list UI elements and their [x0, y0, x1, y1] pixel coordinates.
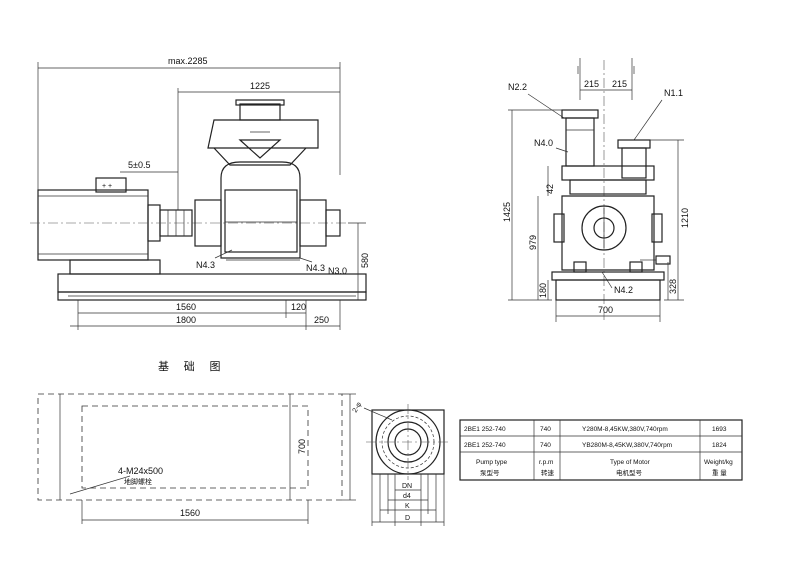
motor-plate: + + [102, 183, 112, 190]
row1-motor: Y280M-8,45KW,380V,740rpm [582, 426, 668, 433]
flange-dn: DN [402, 483, 412, 490]
foundation-plan: 基 础 图 700 4-M24x500 地脚螺栓 1560 [37, 360, 356, 524]
row2-motor: YB280M-8,45KW,380V,740rpm [582, 442, 672, 449]
foundation-dim-1560: 1560 [180, 508, 200, 518]
side-view: max.2285 1225 5±0.5 + + [30, 56, 370, 330]
row2-rpm: 740 [540, 442, 551, 449]
dim-1800: 1800 [176, 315, 196, 325]
dim-1225: 1225 [250, 81, 270, 91]
label-n22: N2.2 [508, 82, 527, 92]
label-n30: N3.0 [328, 266, 347, 276]
end-base [555, 279, 661, 301]
dim-max-length: max.2285 [168, 56, 208, 66]
outlet-flange [239, 103, 281, 121]
end-base-top [551, 271, 665, 281]
motor-terminal-box [95, 177, 127, 193]
pump-end-body [561, 195, 655, 271]
hdr-pump-en: Pump type [476, 459, 507, 466]
row1-pump: 2BE1 252-740 [464, 426, 506, 433]
foundation-outline [37, 393, 343, 501]
end-view: 215 215 N2.2 N1.1 N4.0 N4.2 [502, 58, 690, 322]
label-n40: N4.0 [534, 138, 553, 148]
foundation-dim-700: 700 [297, 439, 307, 454]
motor-base [69, 259, 161, 275]
dim-180: 180 [538, 283, 548, 298]
foundation-title: 基 础 图 [158, 360, 227, 373]
dim-5-05: 5±0.5 [128, 160, 150, 170]
flange-d: D [405, 515, 410, 522]
dim-250: 250 [314, 315, 329, 325]
label-n42: N4.2 [614, 285, 633, 295]
row2-pump: 2BE1 252-740 [464, 442, 506, 449]
row1-weight: 1693 [712, 426, 727, 433]
label-n43-right: N4.3 [306, 263, 325, 273]
flange-holes-label: 2-φ [352, 401, 364, 414]
dim-979: 979 [528, 235, 538, 250]
dim-1210: 1210 [680, 208, 690, 228]
n11-pipe [621, 147, 647, 179]
n11-flange [617, 139, 651, 149]
dim-120: 120 [291, 302, 306, 312]
foundation-inner [81, 405, 309, 489]
row1-rpm: 740 [540, 426, 551, 433]
dim-1425: 1425 [502, 202, 512, 222]
dim-215-right: 215 [612, 79, 627, 89]
shaft-housing [581, 205, 627, 251]
dim-328: 328 [668, 279, 678, 294]
n22-pipe [565, 117, 595, 167]
flange-detail: 2-φ DN d4 K D [352, 401, 450, 526]
hdr-motor-en: Type of Motor [610, 459, 651, 466]
dim-1560: 1560 [176, 302, 196, 312]
flange-d4: d4 [403, 493, 411, 500]
n22-flange [561, 109, 599, 119]
bolt-label: 4-M24x500 [118, 466, 163, 476]
cone [238, 139, 282, 159]
dim-700-end: 700 [598, 305, 613, 315]
hdr-weight-en: Weight/kg [704, 459, 733, 466]
hdr-motor-cn: 电机型号 [616, 468, 643, 477]
spec-table: 2BE1 252-740 740 Y280M-8,45KW,380V,740rp… [459, 419, 743, 481]
motor-body [37, 189, 149, 261]
hdr-rpm-cn: 转速 [541, 468, 555, 477]
base-frame [57, 273, 367, 293]
label-n11: N1.1 [664, 88, 683, 98]
bolt-label-cn: 地脚螺栓 [124, 477, 152, 486]
hdr-pump-cn: 泵型号 [480, 468, 500, 477]
dim-42: 42 [545, 184, 555, 194]
dim-215-left: 215 [584, 79, 599, 89]
spec-table-frame [459, 419, 743, 481]
hdr-rpm-en: r.p.m [539, 459, 553, 466]
separator-top [207, 119, 319, 149]
dim-580: 580 [360, 253, 370, 268]
label-n43-left: N4.3 [196, 260, 215, 270]
pump-body [224, 189, 298, 253]
flange-k: K [405, 503, 410, 510]
hdr-weight-cn: 重 量 [712, 469, 727, 477]
pump-casing [220, 161, 301, 259]
row2-weight: 1824 [712, 442, 727, 449]
